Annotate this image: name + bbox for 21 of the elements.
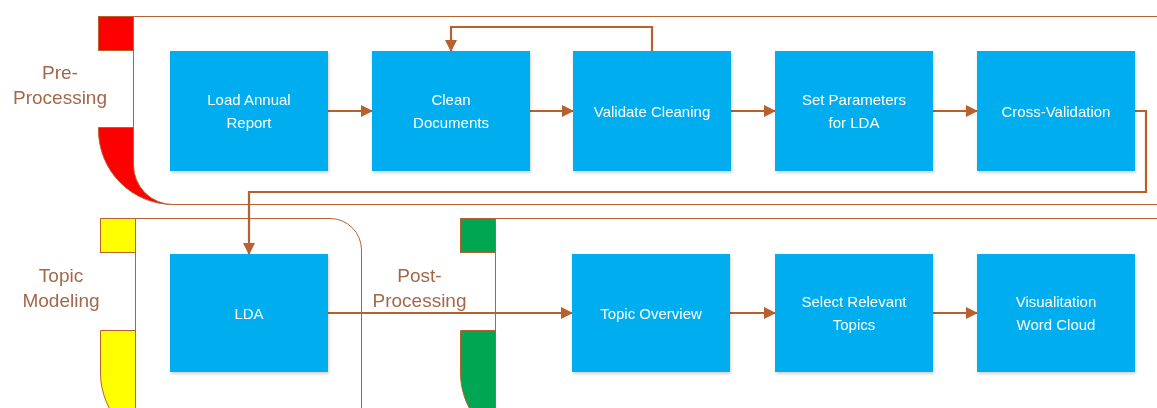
arrow <box>730 307 776 319</box>
process-box: Select Relevant Topics <box>775 254 933 372</box>
process-box: Set Parameters for LDA <box>775 51 933 171</box>
lane-label: Topic Modeling <box>21 264 101 313</box>
arrow <box>445 25 654 52</box>
arrow <box>933 105 978 117</box>
arrow <box>530 105 574 117</box>
arrow <box>731 105 776 117</box>
process-box: Load Annual Report <box>170 51 328 171</box>
arrow <box>328 105 373 117</box>
arrow <box>243 109 1148 255</box>
process-box: LDA <box>170 254 328 372</box>
process-box: Topic Overview <box>572 254 730 372</box>
process-box: Validate Cleaning <box>573 51 731 171</box>
lane-label: Pre-Processing <box>12 61 108 110</box>
process-box: Cross-Validation <box>977 51 1135 171</box>
lane-label: Post-Processing <box>371 264 468 313</box>
arrow <box>933 307 978 319</box>
process-box: Visualitation Word Cloud <box>977 254 1135 372</box>
arrow <box>328 307 573 319</box>
process-box: Clean Documents <box>372 51 530 171</box>
